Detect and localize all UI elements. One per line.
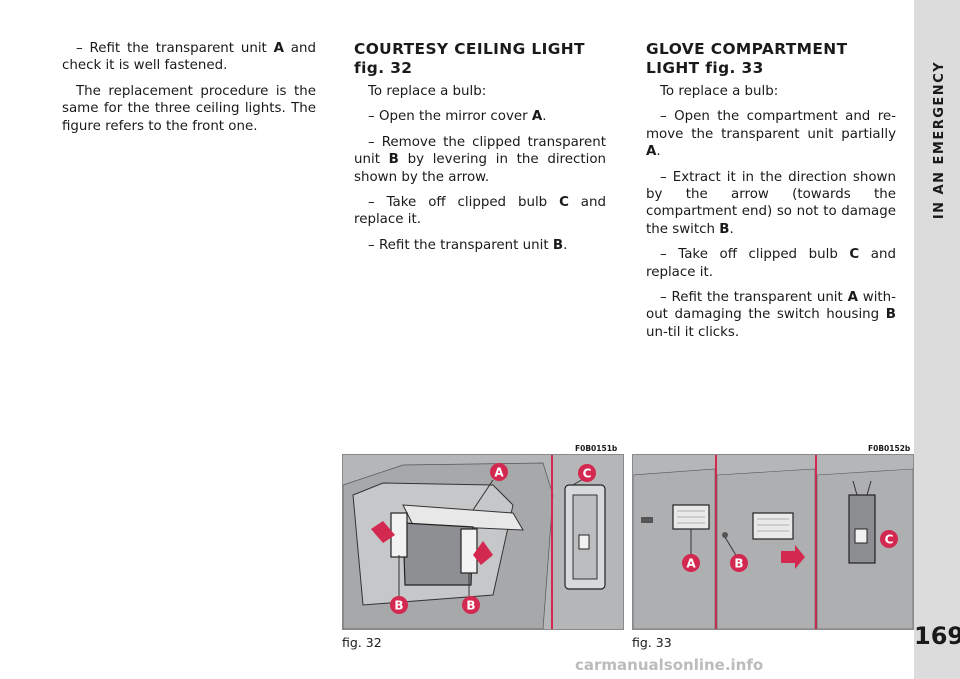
key-letter: A xyxy=(531,109,543,125)
figure-33-illustration: A B C xyxy=(632,454,914,630)
step: – Refit the transparent unit B. xyxy=(354,237,606,254)
text: by levering in the direction shown by th… xyxy=(354,152,607,185)
text: . xyxy=(729,221,734,237)
text: – Remove the clipped transparent unit xyxy=(354,134,606,168)
text: – Refit the transparent unit xyxy=(660,290,848,306)
svg-text:B: B xyxy=(466,599,475,613)
text: . xyxy=(563,237,568,253)
paragraph: To replace a bulb: xyxy=(368,84,487,99)
svg-text:A: A xyxy=(494,466,504,480)
paragraph: To replace a bulb: xyxy=(660,84,779,99)
section-heading: COURTESY CEILING LIGHT fig. 32 xyxy=(354,40,585,77)
text: – Open the compartment and re-move the t… xyxy=(646,109,896,142)
step: – Refit the transparent unit A with-out … xyxy=(646,289,896,341)
text: . xyxy=(542,109,547,125)
callout-b: B xyxy=(730,554,748,572)
callout-b-right: B xyxy=(462,596,480,614)
svg-text:B: B xyxy=(734,557,743,571)
svg-text:C: C xyxy=(583,467,592,481)
key-letter: B xyxy=(552,237,564,253)
text: – Extract it in the direction shown by t… xyxy=(646,169,896,237)
key-letter: B xyxy=(388,152,399,168)
figure-caption: fig. 33 xyxy=(632,635,672,650)
step: – Take off clipped bulb C and replace it… xyxy=(354,194,606,229)
svg-text:B: B xyxy=(394,599,403,613)
key-letter: B xyxy=(719,221,730,237)
text: – Refit the transparent unit xyxy=(76,41,274,56)
callout-a: A xyxy=(490,463,508,481)
key-letter: C xyxy=(559,195,569,211)
step: – Open the compartment and re-move the t… xyxy=(646,108,896,160)
glove-compartment-light-drawing: A B C xyxy=(633,455,913,629)
page-number: 169 xyxy=(914,622,960,650)
step: – Remove the clipped transparent unit B … xyxy=(354,134,606,186)
callout-b-left: B xyxy=(390,596,408,614)
text-column-3: GLOVE COMPARTMENT LIGHT fig. 33 To repla… xyxy=(646,40,896,349)
key-letter: A xyxy=(646,144,657,160)
step: – Extract it in the direction shown by t… xyxy=(646,169,896,239)
step: – Take off clipped bulb C and replace it… xyxy=(646,246,896,281)
key-letter: A xyxy=(273,41,284,56)
figure-32-illustration: A C B B xyxy=(342,454,624,630)
text-column-1: – Refit the transparent unit A and check… xyxy=(62,40,316,143)
text: – Open the mirror cover xyxy=(368,109,532,125)
paragraph: The replacement procedure is the same fo… xyxy=(62,83,316,134)
section-title: IN AN EMERGENCY xyxy=(932,61,947,219)
callout-a: A xyxy=(682,554,700,572)
text: un-til it clicks. xyxy=(646,324,740,340)
text: and replace it. xyxy=(354,195,607,228)
text: and replace it. xyxy=(646,247,896,280)
text: – Take off clipped bulb xyxy=(368,195,560,211)
figure-caption: fig. 32 xyxy=(342,635,382,650)
ceiling-light-drawing: A C B B xyxy=(343,455,623,629)
section-heading: GLOVE COMPARTMENT LIGHT fig. 33 xyxy=(646,40,848,77)
figure-code: F0B0151b xyxy=(575,444,618,453)
section-label: IN AN EMERGENCY xyxy=(932,61,947,219)
figure-code: F0B0152b xyxy=(868,444,911,453)
key-letter: C xyxy=(849,247,860,263)
text: – Take off clipped bulb xyxy=(660,247,850,263)
text: – Refit the transparent unit xyxy=(368,237,553,253)
callout-c: C xyxy=(578,464,596,482)
text-column-2: COURTESY CEILING LIGHT fig. 32 To replac… xyxy=(354,40,606,262)
text: and check it is well fastened. xyxy=(62,41,317,74)
key-letter: B xyxy=(885,307,896,323)
svg-text:C: C xyxy=(885,533,894,547)
step: – Open the mirror cover A. xyxy=(354,108,606,125)
text: . xyxy=(656,144,661,160)
text: with-out damaging the switch housing xyxy=(646,290,896,323)
watermark: carmanualsonline.info xyxy=(575,656,764,674)
paragraph: – Refit the transparent unit A and check… xyxy=(62,40,316,75)
callout-c: C xyxy=(880,530,898,548)
key-letter: A xyxy=(847,290,858,306)
section-sidebar xyxy=(914,0,960,679)
svg-text:A: A xyxy=(686,557,696,571)
